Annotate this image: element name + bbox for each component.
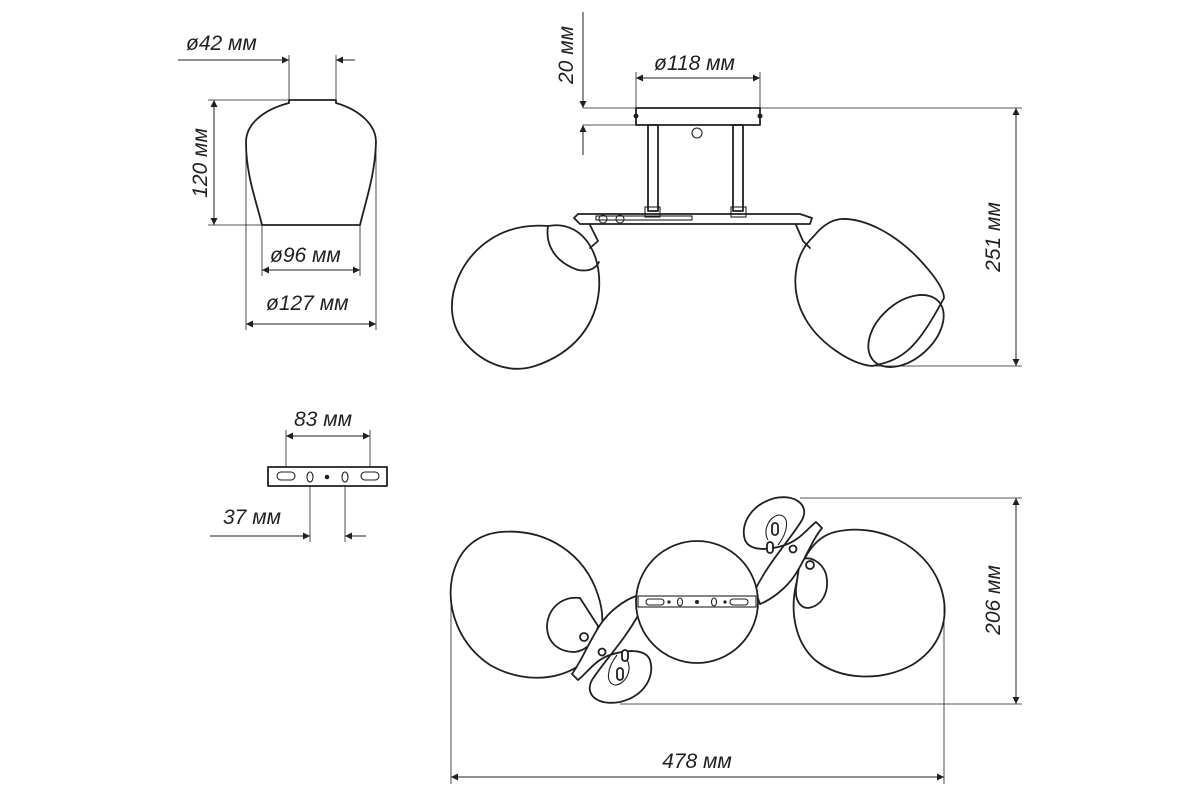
inner-diameter-label: ø96 мм [270,244,341,267]
plan-depth-label: 206 мм [982,565,1005,636]
mounting-bracket-view: 83 мм 37 мм [210,408,388,542]
shade-height-label: 120 мм [189,128,212,198]
bracket-plate [267,466,388,487]
total-width-label: 478 мм [662,750,732,773]
total-height-label: 251 мм [982,202,1005,273]
canopy [635,107,761,126]
canopy-diameter-label: ø118 мм [654,52,735,75]
top-diameter-label: ø42 мм [186,32,257,55]
outer-diameter-label: ø127 мм [266,292,349,315]
lamp-plan-view: 206 мм 478 мм [449,496,1022,784]
bracket-hole-spacing-label: 83 мм [294,408,352,431]
bracket-center-spacing-label: 37 мм [223,506,281,529]
glass-shade-view: ø42 мм 120 мм ø96 мм ø127 мм [178,32,377,330]
lamp-front-view: 20 мм ø118 мм 251 мм [451,12,1022,370]
canopy-height-label: 20 мм [555,26,578,85]
